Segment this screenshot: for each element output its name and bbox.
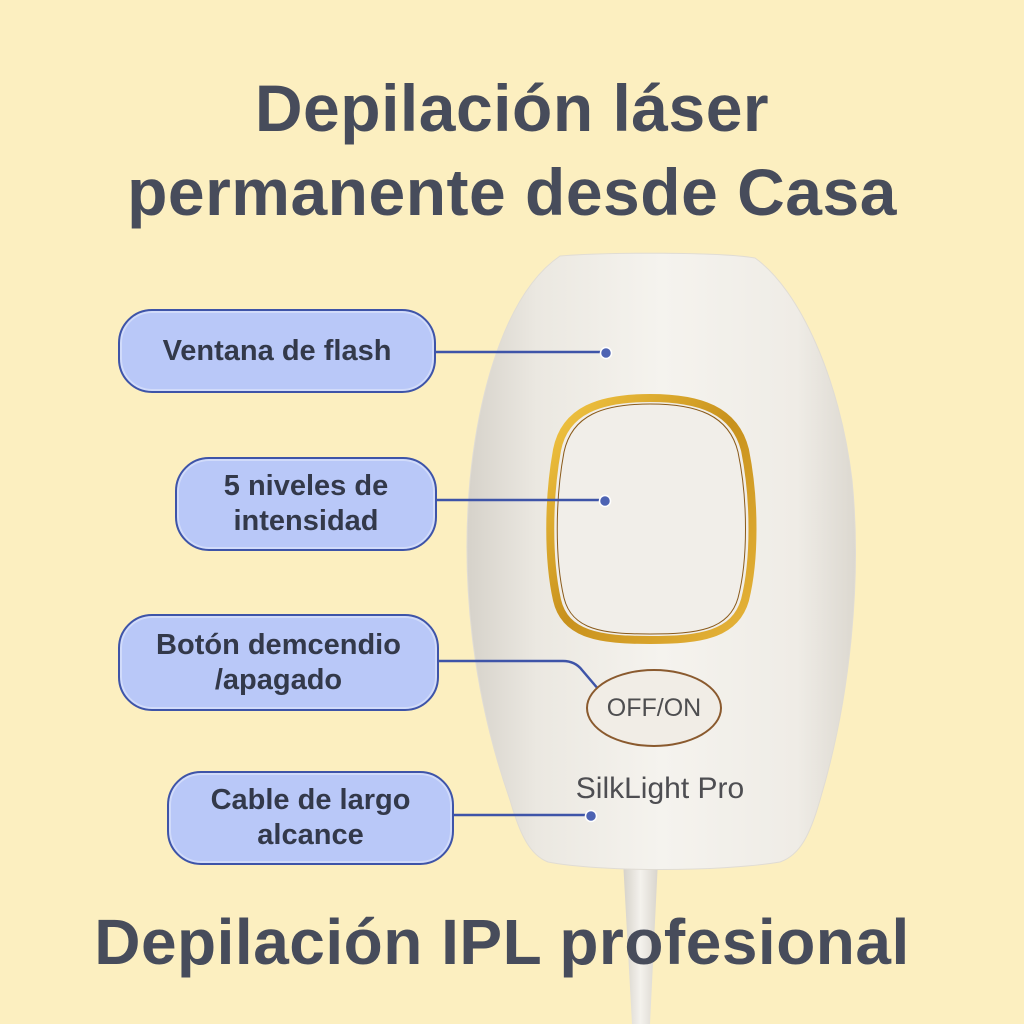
callout-power-button: Botón demcendio /apagado xyxy=(118,614,439,711)
callout-cable-line-1: Cable de largo xyxy=(210,784,411,816)
page-title: Depilación láser permanente desde Casa xyxy=(0,66,1024,234)
callout-flash-window: Ventana de flash xyxy=(118,309,436,393)
callout-levels-line-2: intensidad xyxy=(233,505,379,537)
title-line-2: permanente desde Casa xyxy=(127,155,897,229)
footer-title: Depilación IPL profesional xyxy=(94,906,910,978)
cable xyxy=(623,860,658,1024)
power-button-label: OFF/ON xyxy=(606,693,702,722)
callout-cable-line-2: alcance xyxy=(257,819,364,851)
flash-window-ring xyxy=(546,393,757,645)
callout-dot-flash xyxy=(599,346,613,360)
callout-power-line-1: Botón demcendio xyxy=(156,628,401,661)
brand-name: SilkLight Pro xyxy=(575,772,745,805)
callout-power-line-2: /apagado xyxy=(214,663,343,696)
callout-flash-text: Ventana de flash xyxy=(162,334,392,367)
callout-dot-levels xyxy=(598,494,612,508)
callout-levels-line-1: 5 niveles de xyxy=(223,470,389,502)
power-button: OFF/ON xyxy=(586,669,722,747)
callout-dot-cable xyxy=(584,809,598,823)
callout-intensity-levels: 5 niveles de intensidad xyxy=(175,457,437,551)
callout-long-cable: Cable de largo alcance xyxy=(167,771,454,865)
title-line-1: Depilación láser xyxy=(254,71,770,145)
